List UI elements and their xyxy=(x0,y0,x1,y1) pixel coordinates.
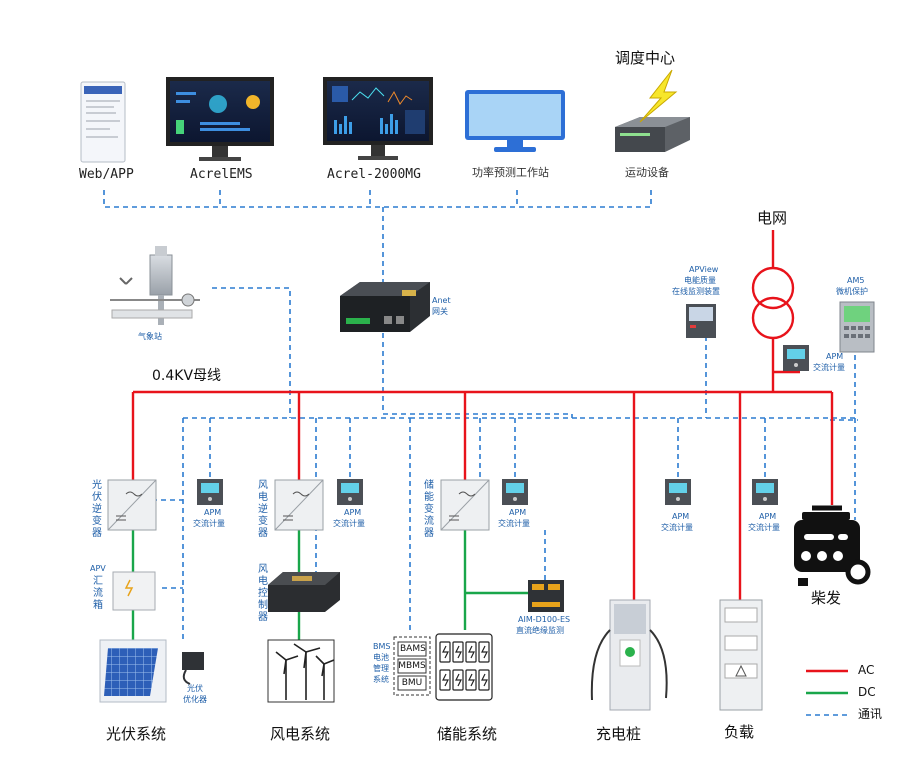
acrelems-monitor-icon xyxy=(166,77,274,161)
load-label: 负载 xyxy=(724,723,755,741)
apm-wind-label-1: APM xyxy=(344,508,362,517)
ac-lines xyxy=(131,230,834,600)
bms-panel xyxy=(393,636,431,696)
bams-label: BAMS xyxy=(400,644,426,654)
acrel2000-label: Acrel-2000MG xyxy=(327,167,421,182)
pv-inverter-icon xyxy=(107,479,157,531)
wind-inverter-label: 风电逆变器 xyxy=(258,480,268,539)
wind-controller-icon xyxy=(268,572,340,612)
aim-label-2: 直流绝缘监测 xyxy=(516,626,564,635)
webapp-phone-icon xyxy=(80,81,126,163)
gateway-label-1: Anet xyxy=(432,296,451,305)
wind-inverter-icon xyxy=(274,479,324,531)
anet-gateway-icon xyxy=(340,282,430,332)
apm-pv-label-2: 交流计量 xyxy=(193,519,225,528)
wind-system-label: 风电系统 xyxy=(270,725,331,743)
am5-device-icon xyxy=(839,301,875,353)
apview-label-1: APView xyxy=(689,265,719,274)
aim-label-1: AIM-D100-ES xyxy=(518,615,571,624)
am5-label-1: AM5 xyxy=(847,276,865,285)
battery-rack-icon xyxy=(435,633,493,701)
pv-system-label: 光伏系统 xyxy=(106,725,167,743)
apm-meter-charger-icon xyxy=(665,479,691,505)
pv-panel-icon xyxy=(99,639,167,703)
load-cabinet-icon xyxy=(719,599,763,711)
apm-meter-storage-icon xyxy=(502,479,528,505)
apm-meter-pv-icon xyxy=(197,479,223,505)
acrelems-label: AcrelEMS xyxy=(190,167,253,182)
apm-charger-label-1: APM xyxy=(672,512,690,521)
bms-label-1: BMS xyxy=(373,642,391,651)
legend xyxy=(806,669,848,716)
pv-optimizer-label-1: 光伏 xyxy=(187,684,203,693)
dispatch-center-label: 调度中心 xyxy=(615,49,676,67)
bms-label-2: 电池 xyxy=(373,653,389,662)
storage-pcs-icon xyxy=(440,479,490,531)
apm-storage-label-2: 交流计量 xyxy=(498,519,530,528)
pv-combiner-prefix: APV xyxy=(90,564,106,573)
mbms-label: MBMS xyxy=(398,661,426,671)
acrel2000-monitor-icon xyxy=(323,77,433,160)
diesel-generator-icon xyxy=(794,505,871,586)
apm-load-label-1: APM xyxy=(759,512,777,521)
transformer-icon xyxy=(751,266,795,340)
apm-meter-wind-icon xyxy=(337,479,363,505)
storage-pcs-label: 储能变流器 xyxy=(424,480,434,539)
webapp-label: Web/APP xyxy=(79,167,134,182)
dc-lines xyxy=(131,530,528,640)
bms-label-3: 管理 xyxy=(373,664,389,673)
bmu-label: BMU xyxy=(401,678,423,688)
apview-label-3: 在线监测装置 xyxy=(672,287,720,296)
apm-storage-label-1: APM xyxy=(509,508,527,517)
forecast-workstation-icon xyxy=(465,90,565,152)
remote-device-icon xyxy=(615,117,690,152)
gateway-label-2: 网关 xyxy=(432,307,448,316)
grid-label: 电网 xyxy=(757,209,788,227)
charger-label: 充电桩 xyxy=(596,725,642,743)
apm-charger-label-2: 交流计量 xyxy=(661,523,693,532)
legend-comm-label: 通讯 xyxy=(858,707,883,721)
weather-station-icon xyxy=(110,246,200,325)
wind-turbine-icon xyxy=(267,639,335,703)
apm-grid-label-1: APM xyxy=(826,352,844,361)
lightning-icon xyxy=(639,69,678,123)
legend-ac-label: AC xyxy=(858,663,875,677)
pv-optimizer-label-2: 优化器 xyxy=(183,695,207,704)
apview-device-icon xyxy=(686,304,716,338)
weather-label: 气象站 xyxy=(138,332,162,341)
busbar-label: 0.4KV母线 xyxy=(152,368,222,384)
apm-load-label-2: 交流计量 xyxy=(748,523,780,532)
pv-optimizer-icon xyxy=(182,652,204,685)
wind-controller-label: 风电控制器 xyxy=(258,564,268,623)
apm-wind-label-2: 交流计量 xyxy=(333,519,365,528)
comm-lines xyxy=(103,190,858,640)
legend-dc-label: DC xyxy=(858,685,876,699)
apm-grid-label-2: 交流计量 xyxy=(813,363,845,372)
apm-meter-load-icon xyxy=(752,479,778,505)
charger-icon xyxy=(590,599,668,711)
apm-pv-label-1: APM xyxy=(204,508,222,517)
diesel-label: 柴发 xyxy=(811,589,842,607)
pv-inverter-label: 光伏逆变器 xyxy=(92,480,102,539)
remote-device-label: 运动设备 xyxy=(625,166,669,179)
apv-combiner-icon xyxy=(112,571,156,611)
am5-label-2: 微机保护 xyxy=(836,287,868,296)
apview-label-2: 电能质量 xyxy=(684,276,716,285)
pv-combiner-label: 汇流箱 xyxy=(93,576,103,611)
storage-system-label: 储能系统 xyxy=(437,725,498,743)
aim-monitor-icon xyxy=(528,580,564,612)
forecast-label: 功率预测工作站 xyxy=(472,166,549,179)
apm-meter-grid-icon xyxy=(783,345,809,371)
bms-label-4: 系统 xyxy=(373,675,389,684)
